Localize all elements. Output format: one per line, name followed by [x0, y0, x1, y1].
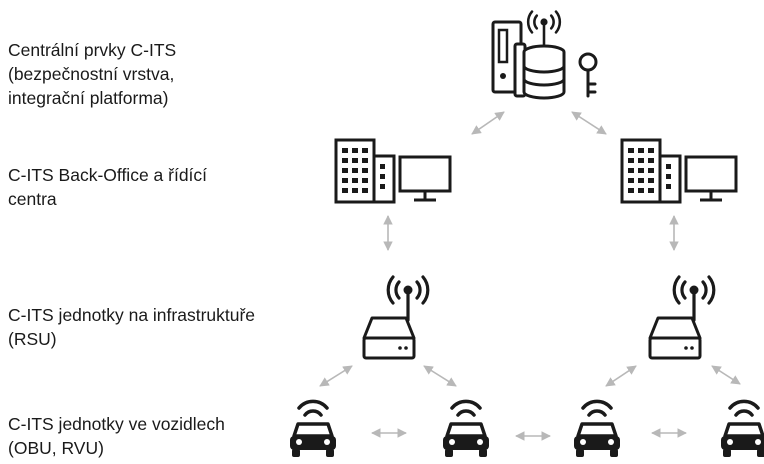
label-line: integrační platforma) [8, 88, 169, 108]
server-tower-icon [491, 20, 527, 98]
antenna-icon [386, 275, 430, 322]
database-icon [522, 44, 566, 100]
central-node [491, 10, 598, 100]
label-line: C-ITS jednotky ve vozidlech [8, 414, 225, 434]
link-rsu-vehicle [319, 365, 353, 387]
link-central-backoffice-right [571, 111, 607, 135]
label-line: C-ITS Back-Office a řídící [8, 165, 208, 185]
label-line: (OBU, RVU) [8, 438, 104, 458]
connected-car-icon [572, 399, 622, 459]
label-line: (bezpečnostní vrstva, [8, 64, 175, 84]
label-line: centra [8, 189, 57, 209]
key-icon [578, 52, 598, 98]
connected-car-icon [288, 399, 338, 459]
backoffice-node-right [620, 138, 738, 204]
connected-car-icon [719, 399, 764, 459]
label-line: C-ITS jednotky na infrastruktuře [8, 305, 256, 325]
link-rsu-vehicle [711, 365, 741, 385]
label-line: (RSU) [8, 329, 57, 349]
label-roadside-units: C-ITS jednotky na infrastruktuře (RSU) [8, 303, 255, 351]
label-vehicle-units: C-ITS jednotky ve vozidlech (OBU, RVU) [8, 412, 225, 460]
vehicle-node [288, 399, 338, 459]
building-icon [334, 138, 396, 204]
rsu-node-left [362, 275, 430, 360]
roadside-unit-icon [362, 316, 416, 360]
antenna-icon [526, 10, 562, 48]
label-back-office: C-ITS Back-Office a řídící centra [8, 163, 207, 211]
connected-car-icon [441, 399, 491, 459]
monitor-icon [684, 155, 738, 202]
label-line: Centrální prvky C-ITS [8, 40, 177, 60]
backoffice-node-left [334, 138, 452, 204]
link-central-backoffice-left [471, 111, 505, 135]
label-central-elements: Centrální prvky C-ITS (bezpečnostní vrst… [8, 38, 176, 110]
rsu-node-right [648, 275, 716, 360]
vehicle-node [719, 399, 764, 459]
building-icon [620, 138, 682, 204]
link-rsu-vehicle [605, 365, 637, 387]
antenna-icon [672, 275, 716, 322]
link-rsu-vehicle [423, 365, 457, 387]
vehicle-node [572, 399, 622, 459]
vehicle-node [441, 399, 491, 459]
roadside-unit-icon [648, 316, 702, 360]
monitor-icon [398, 155, 452, 202]
